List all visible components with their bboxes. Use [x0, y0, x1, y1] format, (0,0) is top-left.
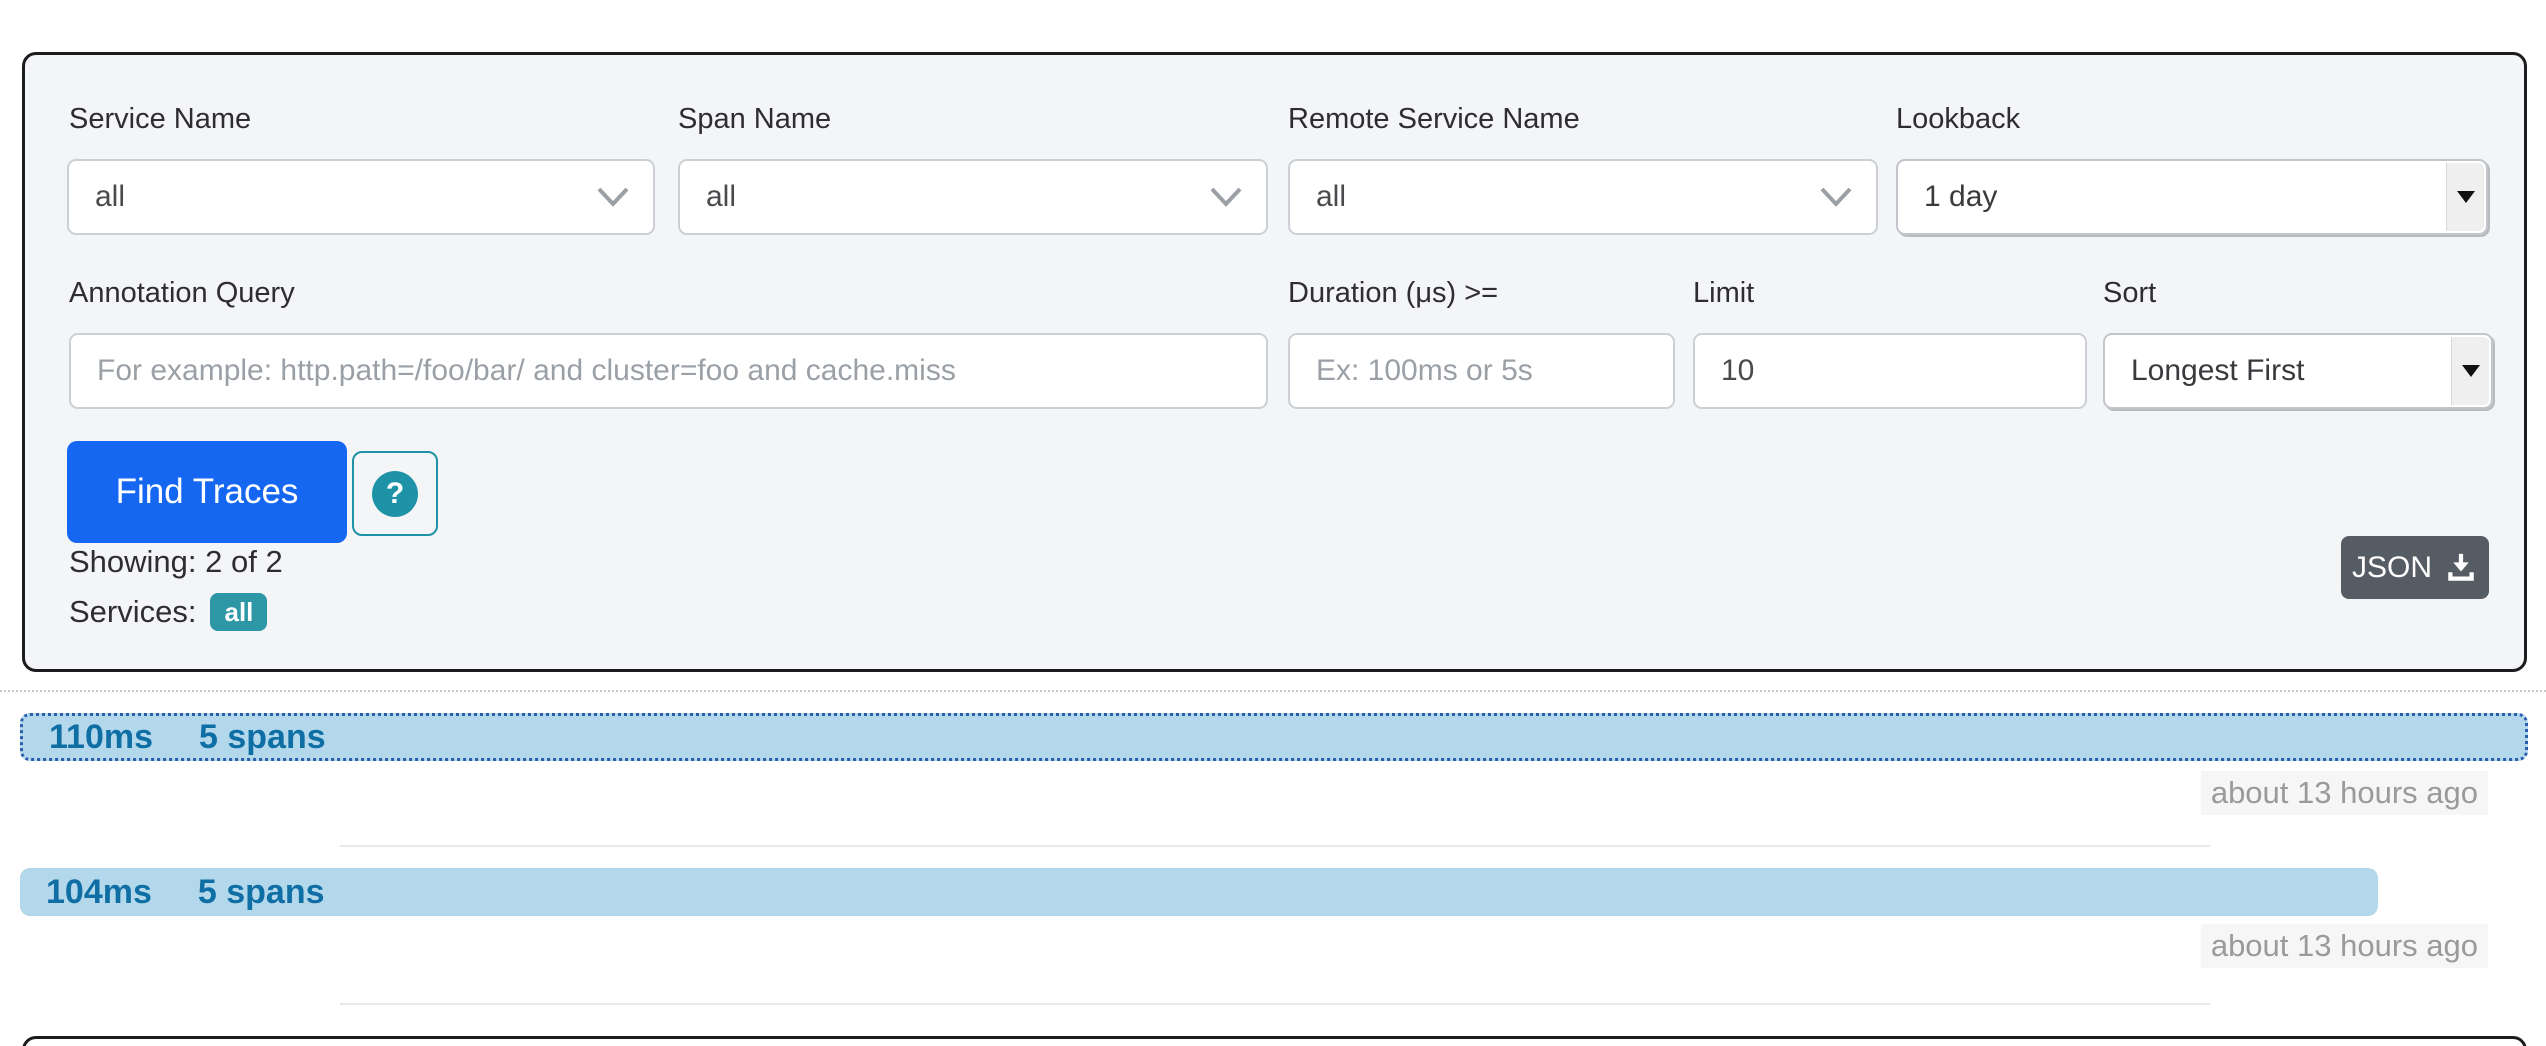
trace-duration: 110ms: [49, 717, 153, 756]
trace-row: 110ms 5 spans about 13 hours ago: [20, 713, 2528, 815]
duration-input[interactable]: [1288, 333, 1675, 409]
remote-service-name-label: Remote Service Name: [1288, 103, 1580, 135]
trace-timestamp: about 13 hours ago: [2200, 924, 2488, 968]
span-name-select[interactable]: all: [678, 159, 1268, 235]
trace-duration-bar[interactable]: 104ms 5 spans: [20, 868, 2378, 916]
trace-duration: 104ms: [46, 872, 152, 911]
service-name-select[interactable]: all: [67, 159, 655, 235]
json-button-label: JSON: [2351, 550, 2432, 584]
select-arrow-icon: [2446, 163, 2484, 231]
services-line: Services: all: [69, 593, 268, 631]
sort-label: Sort: [2103, 277, 2157, 309]
trace-span-count: 5 spans: [197, 872, 325, 911]
span-name-value: all: [706, 180, 737, 213]
help-button[interactable]: ?: [352, 451, 438, 536]
trace-timestamp: about 13 hours ago: [2200, 771, 2488, 815]
limit-label: Limit: [1693, 277, 1755, 309]
limit-input[interactable]: [1693, 333, 2087, 409]
search-panel: Service Name Span Name Remote Service Na…: [22, 52, 2527, 672]
span-name-label: Span Name: [678, 103, 832, 135]
trace-span-count: 5 spans: [199, 717, 326, 756]
annotation-query-label: Annotation Query: [69, 277, 295, 309]
chevron-down-icon: [1210, 187, 1242, 207]
sort-value: Longest First: [2131, 354, 2305, 387]
services-badge: all: [210, 593, 268, 631]
question-icon: ?: [372, 470, 418, 517]
trace-list-separator: [0, 690, 2546, 692]
trace-divider: [340, 1003, 2210, 1005]
download-icon: [2448, 553, 2474, 581]
select-arrow-icon: [2451, 337, 2489, 405]
services-label: Services:: [69, 594, 197, 629]
chevron-down-icon: [1820, 187, 1852, 207]
next-panel-top-edge: [22, 1036, 2527, 1046]
trace-row: 104ms 5 spans about 13 hours ago: [20, 868, 2528, 968]
duration-label: Duration (μs) >=: [1288, 277, 1499, 309]
lookback-label: Lookback: [1896, 103, 2021, 135]
service-name-label: Service Name: [69, 103, 252, 135]
trace-divider: [340, 845, 2210, 847]
lookback-value: 1 day: [1924, 180, 1998, 213]
remote-service-name-value: all: [1316, 180, 1347, 213]
service-name-value: all: [95, 180, 126, 213]
chevron-down-icon: [597, 187, 629, 207]
trace-duration-bar[interactable]: 110ms 5 spans: [20, 713, 2528, 761]
find-traces-button[interactable]: Find Traces: [67, 441, 347, 543]
annotation-query-input[interactable]: [69, 333, 1268, 409]
remote-service-name-select[interactable]: all: [1288, 159, 1878, 235]
lookback-select[interactable]: 1 day: [1896, 159, 2488, 235]
json-download-button[interactable]: JSON: [2341, 536, 2489, 599]
showing-count: Showing: 2 of 2: [69, 544, 283, 579]
sort-select[interactable]: Longest First: [2103, 333, 2493, 409]
